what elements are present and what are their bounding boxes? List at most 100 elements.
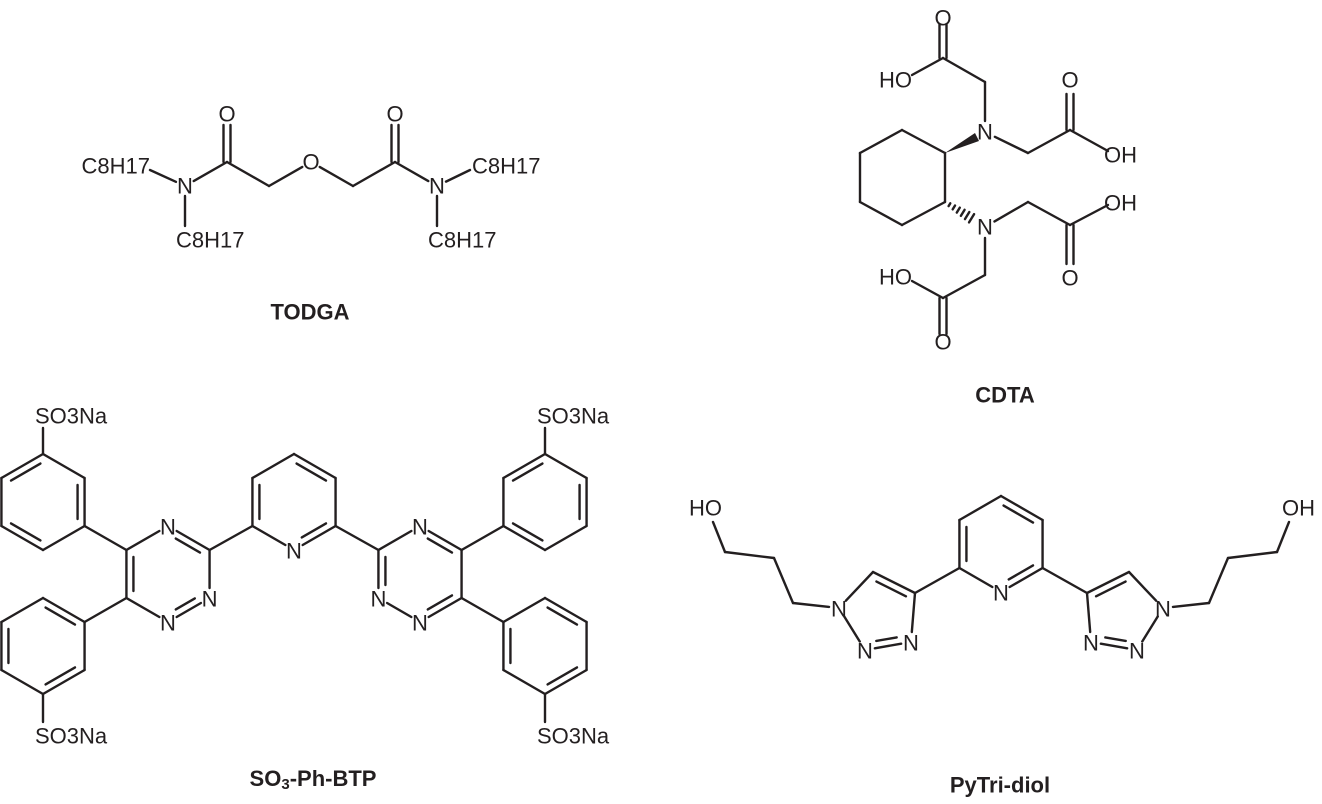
atom-label: O bbox=[1061, 68, 1078, 93]
hydroxyl: HO bbox=[879, 68, 912, 93]
octyl-group: C8H17 bbox=[82, 154, 150, 179]
inner-double-bond bbox=[875, 580, 908, 598]
ring-bond bbox=[175, 529, 211, 552]
ring-bond bbox=[958, 566, 994, 589]
ring-bond bbox=[502, 524, 547, 552]
ring-bond bbox=[385, 601, 413, 619]
atom-label: O bbox=[1061, 266, 1078, 291]
single-bond bbox=[148, 168, 178, 184]
atom-label: O bbox=[934, 6, 951, 31]
ring-bond bbox=[377, 529, 413, 552]
hydroxyl: OH bbox=[1104, 143, 1137, 168]
single-bond bbox=[723, 550, 776, 560]
ring-bond bbox=[843, 615, 861, 643]
ring-bond bbox=[1008, 566, 1044, 589]
single-bond bbox=[351, 160, 397, 188]
ring-bond bbox=[1085, 570, 1131, 595]
single-bond bbox=[83, 524, 128, 552]
ring-bond bbox=[999, 494, 1044, 522]
single-bond bbox=[444, 168, 472, 183]
inner-double-bond bbox=[174, 537, 202, 554]
ring-bond bbox=[1141, 615, 1159, 643]
single-bond bbox=[941, 56, 987, 84]
single-bond bbox=[1068, 203, 1110, 227]
single-bond bbox=[318, 165, 355, 188]
inner-double-bond bbox=[546, 606, 579, 626]
ring-bond bbox=[41, 452, 86, 480]
atom-label: N bbox=[370, 587, 386, 612]
ring-bond bbox=[0, 524, 45, 552]
inner-double-bond bbox=[1094, 580, 1127, 598]
octyl-group: C8H17 bbox=[472, 154, 540, 179]
inner-double-bond bbox=[1104, 636, 1127, 643]
atom-label: N bbox=[160, 611, 176, 636]
inner-double-bond bbox=[511, 462, 544, 482]
ring-bond bbox=[900, 128, 947, 155]
single-bond bbox=[192, 160, 229, 183]
atom-label: N bbox=[977, 215, 993, 240]
ring-bond bbox=[543, 668, 588, 696]
single-bond bbox=[941, 273, 987, 300]
ring-bond bbox=[1127, 570, 1158, 602]
atom-label: O bbox=[934, 330, 951, 355]
hashed-bond bbox=[947, 202, 952, 208]
single-bond bbox=[1026, 128, 1072, 155]
single-bond bbox=[1275, 520, 1291, 554]
title-cdta: CDTA bbox=[975, 383, 1035, 408]
ring-bond bbox=[251, 452, 296, 480]
sulfonate-group: SO3Na bbox=[35, 404, 108, 429]
octyl-group: C8H17 bbox=[428, 228, 496, 253]
inner-double-bond bbox=[9, 522, 42, 542]
atom-label: N bbox=[202, 587, 218, 612]
ring-bond bbox=[41, 524, 86, 552]
single-bond bbox=[334, 524, 380, 552]
single-bond bbox=[460, 524, 505, 552]
wedge-bond bbox=[945, 133, 979, 153]
sulfonate-group: SO3Na bbox=[537, 404, 610, 429]
ring-bond bbox=[543, 452, 588, 480]
atom-label: N bbox=[857, 639, 873, 664]
single-bond bbox=[993, 135, 1030, 155]
single-bond bbox=[910, 279, 945, 300]
ring-bond bbox=[502, 596, 547, 624]
carbonyl-oxygen: O bbox=[386, 102, 403, 127]
atom-label: N bbox=[1155, 597, 1171, 622]
single-bond bbox=[913, 566, 961, 595]
ring-bond bbox=[1099, 642, 1129, 650]
ring-bond bbox=[427, 596, 463, 619]
atom-label: N bbox=[412, 515, 428, 540]
carbonyl-oxygen: O bbox=[218, 102, 235, 127]
hydroxyl: HO bbox=[879, 265, 912, 290]
inner-double-bond bbox=[426, 537, 454, 554]
atom-label: N bbox=[177, 174, 193, 199]
sulfonate-group: SO3Na bbox=[35, 724, 108, 749]
atom-label: N bbox=[977, 120, 993, 145]
ring-bond bbox=[910, 591, 917, 634]
atom-label: N bbox=[160, 515, 176, 540]
single-bond bbox=[772, 556, 795, 605]
atom-label: N bbox=[993, 581, 1009, 606]
inner-double-bond bbox=[174, 597, 197, 611]
single-bond bbox=[1068, 128, 1110, 153]
inner-double-bond bbox=[1002, 504, 1035, 524]
atom-label: N bbox=[903, 631, 919, 656]
hydroxyl: OH bbox=[1282, 496, 1315, 521]
hashed-bond bbox=[955, 206, 962, 214]
single-bond bbox=[393, 160, 430, 183]
single-bond bbox=[1207, 556, 1230, 605]
octyl-group: C8H17 bbox=[176, 228, 244, 253]
ring-bond bbox=[844, 570, 875, 602]
hashed-bond bbox=[951, 204, 957, 211]
ring-bond bbox=[502, 452, 547, 480]
ring-bond bbox=[251, 524, 287, 547]
inner-double-bond bbox=[44, 666, 77, 686]
single-bond bbox=[711, 520, 727, 554]
single-bond bbox=[1171, 601, 1211, 609]
inner-double-bond bbox=[44, 606, 77, 626]
ring-bond bbox=[41, 596, 86, 624]
inner-double-bond bbox=[1007, 564, 1035, 581]
inner-double-bond bbox=[875, 636, 898, 643]
